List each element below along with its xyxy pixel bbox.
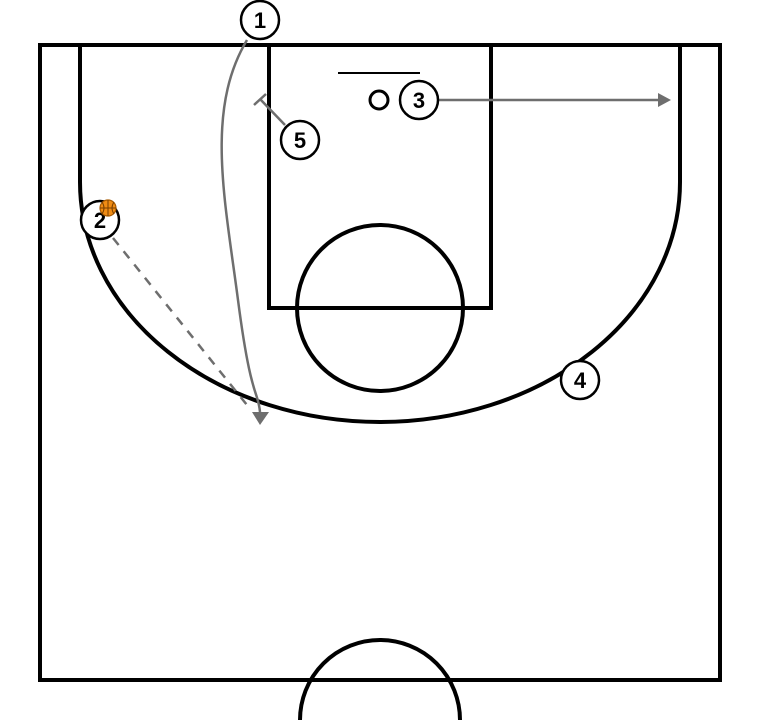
player-3-marker	[398, 79, 440, 121]
court-boundary	[38, 43, 722, 682]
player-3-label: 3	[413, 88, 425, 113]
player-5-marker	[279, 119, 321, 161]
basketball-icon	[99, 199, 117, 217]
player-1-label: 1	[254, 8, 266, 33]
player-4-label: 4	[574, 368, 587, 393]
key-paint	[267, 43, 493, 310]
free-throw-circle	[295, 223, 465, 393]
cut-path-player-1	[220, 39, 262, 413]
player-1-marker	[239, 0, 281, 41]
center-circle	[298, 638, 462, 720]
three-point-line	[78, 45, 682, 424]
player-1: 1	[239, 0, 281, 41]
player-4: 4	[559, 359, 601, 401]
player-5: 5	[279, 119, 321, 161]
pass-path-player-2	[112, 237, 252, 411]
arrow-head-player-1	[252, 412, 269, 425]
player-3: 3	[398, 79, 440, 121]
court-lines	[38, 43, 722, 720]
player-4-marker	[559, 359, 601, 401]
screen-path-player-5	[259, 98, 286, 126]
arrow-head-player-3	[658, 93, 671, 107]
movement-lines	[112, 39, 660, 413]
basket-rim	[368, 89, 390, 111]
player-5-label: 5	[294, 128, 306, 153]
